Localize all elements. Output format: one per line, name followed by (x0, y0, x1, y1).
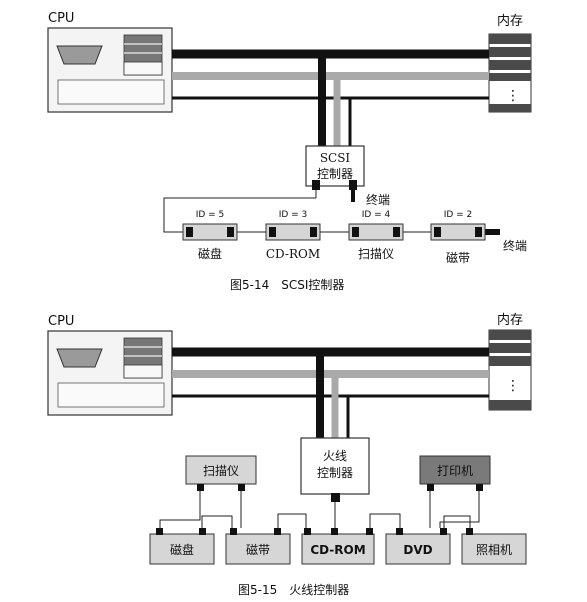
figure1-caption: 图5-14 SCSI控制器 (230, 278, 344, 292)
cpu-cache-block (57, 79, 165, 105)
firewire-controller: 火线 控制器 (300, 437, 370, 502)
cpu-box (47, 330, 173, 416)
device-id: ID = 4 (362, 210, 391, 220)
cpu-chip-icon (56, 45, 103, 65)
firewire-controller-label-2: 控制器 (317, 466, 353, 480)
system-bus (172, 49, 489, 146)
figure-firewire: CPU 内存 ⋮ (47, 312, 532, 597)
scsi-controller: SCSI 控制器 (305, 145, 365, 190)
figure2-caption: 图5-15 火线控制器 (238, 583, 349, 597)
memory-label: 内存 (497, 312, 523, 328)
device-id: ID = 5 (196, 210, 225, 220)
scsi-device-disk: ID = 5 磁盘 (182, 210, 238, 261)
terminator-top-label: 终端 (366, 192, 390, 207)
cpu-label: CPU (48, 11, 74, 26)
figure-scsi: CPU 内存 ⋮ (47, 11, 532, 292)
terminator-end-label: 终端 (503, 238, 527, 253)
scsi-controller-label-1: SCSI (320, 151, 351, 165)
device-name: 磁带 (246, 542, 270, 557)
scsi-device-tape: ID = 2 磁带 (430, 210, 486, 265)
cpu-cache-block (57, 382, 165, 408)
system-bus (172, 347, 489, 438)
scsi-device-cdrom: ID = 3 CD-ROM (265, 210, 321, 261)
firewire-scanner: 扫描仪 (185, 455, 257, 491)
memory-label: 内存 (497, 13, 523, 29)
device-name: DVD (403, 543, 432, 557)
device-name: 扫描仪 (358, 247, 394, 261)
cpu-chip-icon (56, 348, 103, 368)
firewire-device-dvd: DVD (385, 528, 451, 565)
firewire-device-disk: 磁盘 (149, 528, 215, 565)
scsi-controller-label-2: 控制器 (317, 167, 353, 181)
memory-block: ⋮ (488, 33, 532, 113)
printer-label: 打印机 (437, 464, 473, 478)
memory-dots: ⋮ (506, 378, 520, 394)
device-name: 磁盘 (198, 246, 222, 261)
device-id: ID = 3 (279, 210, 308, 220)
firewire-printer: 打印机 (419, 455, 491, 491)
firewire-device-tape: 磁带 (225, 528, 291, 565)
firewire-device-cdrom: CD-ROM (301, 528, 375, 565)
cpu-box (47, 27, 173, 113)
firewire-cables (159, 491, 480, 528)
memory-block: ⋮ (488, 329, 532, 411)
firewire-controller-label-1: 火线 (323, 449, 347, 463)
device-name: CD-ROM (310, 543, 365, 557)
device-id: ID = 2 (444, 210, 473, 220)
device-name: 照相机 (476, 543, 512, 557)
scanner-label: 扫描仪 (203, 464, 239, 478)
firewire-device-camera: 照相机 (461, 528, 527, 565)
device-name: 磁带 (446, 250, 470, 265)
device-name: CD-ROM (266, 247, 320, 261)
scsi-device-scanner: ID = 4 扫描仪 (348, 210, 404, 261)
device-name: 磁盘 (170, 542, 194, 557)
cpu-label: CPU (48, 314, 74, 329)
memory-dots: ⋮ (506, 88, 520, 104)
